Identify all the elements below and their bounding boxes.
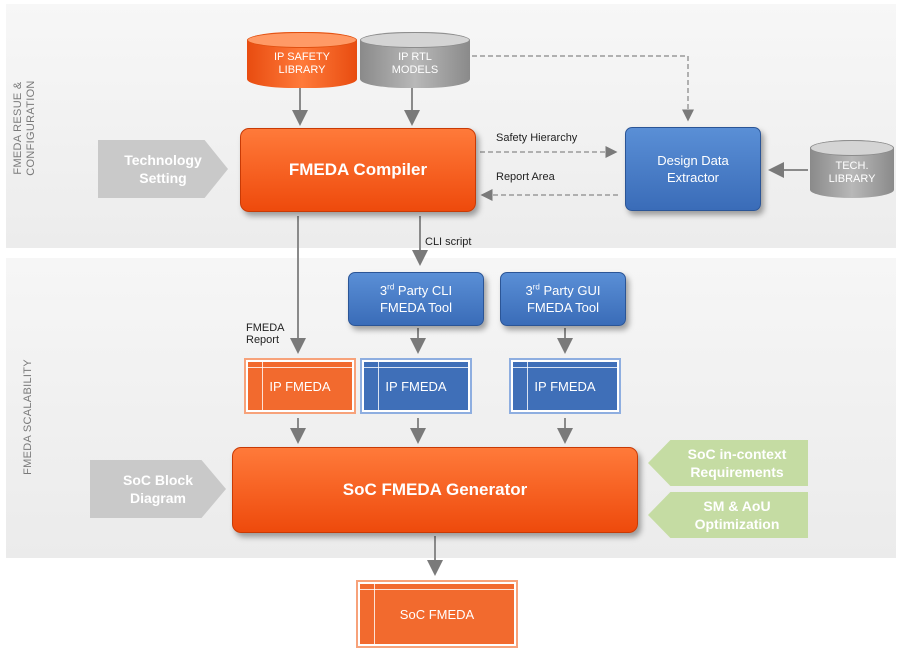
soc-fmeda-doc: SoC FMEDA [360, 584, 514, 644]
ip-rtl-models-label-2: MODELS [391, 64, 439, 76]
soc-requirements-label-2: Requirements [690, 464, 784, 480]
sm-aou-chevron: SM & AoU Optimization [648, 492, 808, 538]
soc-block-diagram-label-1: SoC Block [122, 472, 193, 488]
tech-library-label-1: TECH. [835, 160, 869, 172]
soc-fmeda-generator-label: SoC FMEDA Generator [342, 480, 528, 499]
tech-library-label-2: LIBRARY [828, 173, 876, 185]
soc-fmeda-label: SoC FMEDA [399, 606, 475, 622]
technology-setting-label-2: Setting [139, 170, 187, 186]
fmeda-report-label-2: Report [246, 334, 280, 346]
soc-block-diagram-label-2: Diagram [129, 490, 186, 506]
ip-fmeda-blue-doc-1: IP FMEDA [364, 362, 468, 410]
sm-aou-label-2: Optimization [694, 516, 780, 532]
tech-library-cylinder: TECH. LIBRARY [810, 140, 894, 198]
ip-fmeda-2-label: IP FMEDA [385, 378, 447, 394]
ip-fmeda-orange-doc: IP FMEDA [248, 362, 352, 410]
cli-tool-box: 3rd Party CLI FMEDA Tool [348, 272, 484, 326]
ip-rtl-models-cylinder: IP RTL MODELS [360, 32, 470, 88]
fmeda-report-label-1: FMEDA [246, 322, 285, 334]
ip-safety-library-label-2: LIBRARY [278, 64, 326, 76]
gui-tool-box: 3rd Party GUI FMEDA Tool [500, 272, 626, 326]
design-data-extractor-label-1: Design Data [657, 153, 729, 168]
ip-fmeda-3-label: IP FMEDA [534, 378, 596, 394]
soc-requirements-label-1: SoC in-context [687, 446, 787, 462]
soc-requirements-chevron: SoC in-context Requirements [648, 440, 808, 486]
design-data-extractor-box: Design Data Extractor [625, 127, 761, 211]
ip-safety-library-label-1: IP SAFETY [273, 51, 331, 63]
ip-safety-library-cylinder: IP SAFETY LIBRARY [247, 32, 357, 88]
design-data-extractor-label-2: Extractor [666, 170, 719, 185]
fmeda-compiler-box: FMEDA Compiler [240, 128, 476, 212]
report-area-label: Report Area [496, 171, 555, 183]
fmeda-compiler-label: FMEDA Compiler [288, 160, 428, 179]
soc-block-diagram-chevron: SoC Block Diagram [90, 460, 226, 518]
soc-fmeda-generator-box: SoC FMEDA Generator [232, 447, 638, 533]
gui-tool-label-1: 3rd Party GUI [525, 282, 601, 298]
cli-script-label: CLI script [425, 236, 472, 248]
sm-aou-label-1: SM & AoU [703, 498, 771, 514]
technology-setting-chevron: Technology Setting [98, 140, 228, 198]
safety-hierarchy-label: Safety Hierarchy [496, 132, 578, 144]
gui-tool-label-2: FMEDA Tool [526, 300, 599, 315]
technology-setting-label-1: Technology [124, 152, 202, 168]
cli-tool-label-2: FMEDA Tool [379, 300, 452, 315]
fmeda-report-label: FMEDA Report [246, 322, 285, 346]
cli-tool-label-1: 3rd Party CLI [379, 282, 453, 298]
ip-fmeda-1-label: IP FMEDA [269, 378, 331, 394]
ip-rtl-models-label-1: IP RTL [398, 51, 432, 63]
ip-fmeda-blue-doc-2: IP FMEDA [513, 362, 617, 410]
